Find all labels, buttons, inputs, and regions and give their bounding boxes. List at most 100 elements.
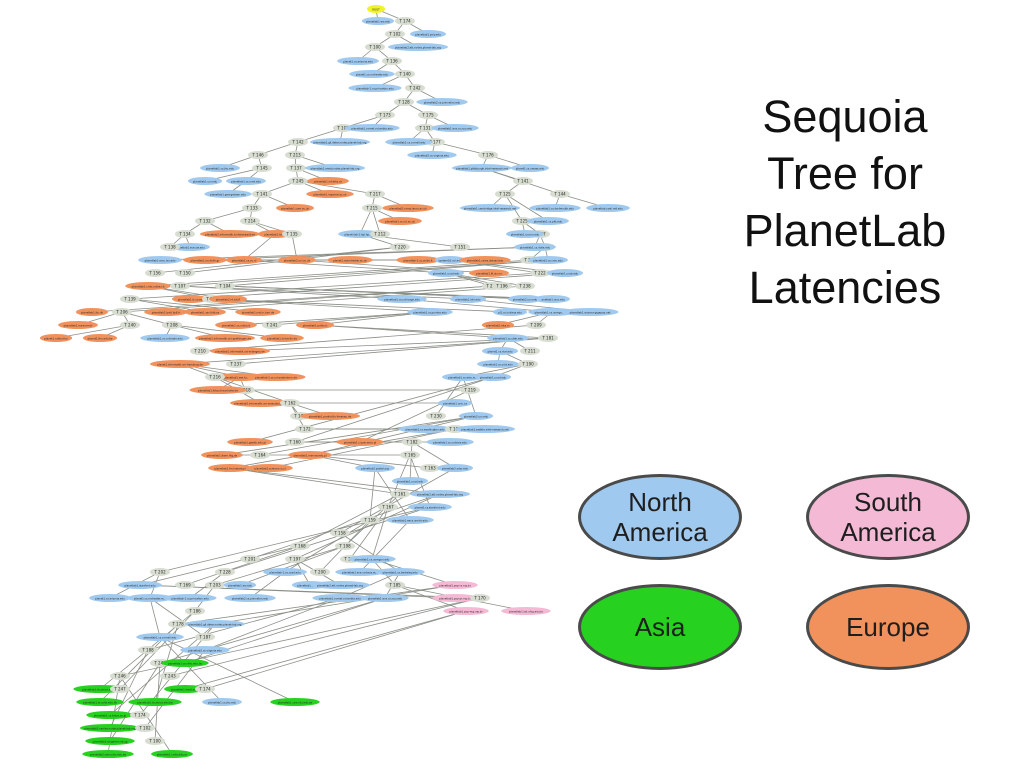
tree-node-inner: T 136	[382, 57, 402, 65]
tree-node-shape	[458, 412, 494, 420]
tree-node-shape	[481, 347, 519, 355]
tree-node-shape	[546, 269, 584, 277]
tree-node-inner: T 137	[286, 164, 306, 172]
tree-node-shape	[327, 256, 373, 264]
tree-node-label: T 225	[515, 218, 528, 223]
tree-node-label: T 139	[123, 296, 136, 301]
tree-node-label: planet1.cs.arizona.edu	[95, 596, 125, 600]
tree-node-label: planetlab2.ipv6.lip6.fr	[152, 310, 181, 314]
tree-node-inner: T 163	[420, 464, 440, 472]
tree-edge	[224, 259, 549, 287]
tree-node-shape	[164, 685, 206, 693]
tree-node-europe: planetlab-1.cs.unibo.it	[396, 256, 440, 264]
tree-node-label: planetlab1.arizona-gigapop.net	[570, 310, 611, 314]
tree-edge	[159, 506, 431, 573]
tree-node-inner: T 135	[282, 230, 302, 238]
tree-node-shape	[395, 70, 415, 78]
tree-node-north-america: planetlab1.gli.deter.nodes.planet-lab.or…	[310, 138, 370, 146]
tree-node-shape	[246, 373, 306, 381]
tree-node-shape	[205, 373, 225, 381]
tree-node-label: T 136	[385, 58, 398, 63]
tree-node-label: planetlab1.gli.deter.nodes.planet-lab.or…	[314, 140, 367, 144]
tree-node-inner: T 162	[280, 399, 300, 407]
tree-node-label: planetlab2.cs.princeton.edu	[424, 100, 461, 104]
tree-node-shape	[390, 490, 410, 498]
tree-node-label: planetlab2.cs.princeton.edu	[232, 596, 269, 600]
tree-node-shape	[305, 164, 365, 172]
tree-node-asia: planetlab1.ie.cuhk.edu.hk	[76, 698, 124, 706]
tree-edge	[189, 272, 566, 300]
tree-node-europe: planetlab2.informatik.tu-darmstadt.de	[200, 230, 260, 238]
tree-node-europe: planetlab2.ucl.ac.uk	[278, 256, 316, 264]
tree-node-north-america: planetlab1.ucsb.edu	[546, 269, 584, 277]
tree-node-shape	[410, 490, 470, 498]
tree-node-north-america: planetlab1.cs.washington.edu	[398, 425, 452, 433]
tree-node-shape	[180, 646, 230, 654]
tree-node-label: T 196	[495, 283, 508, 288]
tree-node-label: T 104	[218, 283, 231, 288]
tree-node-shape	[195, 217, 215, 225]
tree-node-label: planetlab2.informatik.tu-darmstadt.de	[205, 232, 255, 236]
tree-node-label: T 200	[313, 569, 326, 574]
tree-node-label: planetlab1.comet.columbia.edu	[351, 126, 393, 130]
tree-node-inner: T 125	[495, 190, 515, 198]
tree-node-shape	[82, 334, 118, 342]
tree-node-shape	[333, 124, 353, 132]
tree-node-north-america: planetlab1.cs.duke.edu	[514, 243, 556, 251]
tree-node-north-america: planetlab2.cs.princeton.edu	[224, 594, 276, 602]
tree-node-label: T 190	[521, 361, 534, 366]
tree-node-shape	[150, 360, 210, 368]
tree-node-label: planetlab1.ci.pwr.wroc.pl	[344, 440, 377, 444]
tree-node-label: planetlab1.cs.tokyo.ac.jp	[94, 713, 127, 717]
tree-node-shape	[150, 568, 170, 576]
tree-node-label: planetlab1.uconn.edu	[511, 232, 540, 236]
tree-node-label: T 240	[123, 322, 136, 327]
tree-node-asia: planetlab2.iis.sinica.edu.tw	[128, 698, 182, 706]
tree-node-inner: T 220	[390, 243, 410, 251]
tree-node-inner: T 217	[365, 190, 385, 198]
tree-node-label: planetlab1.csie.ntu.edu.tw	[278, 700, 313, 704]
tree-node-label: planet1.cs.rochester.edu	[356, 72, 388, 76]
tree-node-label: T 101	[336, 125, 349, 130]
tree-node-label: T 100	[368, 44, 381, 49]
tree-edge	[129, 272, 541, 300]
tree-node-shape	[530, 269, 550, 277]
tree-node-label: planetlab2.iis.sinica.edu.tw	[137, 700, 173, 704]
tree-node-shape	[526, 321, 546, 329]
tree-node-label: planetlab1.cs.colorado.edu	[147, 336, 182, 340]
tree-node-label: planetlab1.ece.cs.nyu.edu	[438, 126, 473, 130]
tree-edge	[235, 337, 549, 365]
legend-label-line: America	[612, 517, 708, 547]
tree-node-inner: T 144	[550, 190, 570, 198]
tree-node-inner: T 186	[185, 607, 205, 615]
tree-edge	[259, 415, 477, 456]
tree-node-north-america: planet1.cs.stanford.edu	[408, 503, 452, 511]
tree-edge	[339, 532, 401, 573]
tree-node-shape	[295, 425, 315, 433]
tree-node-shape	[312, 594, 368, 602]
tree-node-shape	[385, 581, 405, 589]
tree-node-label: T 107	[173, 283, 186, 288]
tree-node-label: T 183	[448, 426, 461, 431]
tree-node-europe: planetlab1.fokus.fraunhofer.de	[189, 386, 247, 394]
tree-node-shape	[285, 151, 305, 159]
tree-node-shape	[290, 542, 310, 550]
tree-node-inner: T 201	[240, 555, 260, 563]
tree-node-north-america: planetlab1.uvic.ca	[437, 399, 473, 407]
tree-edge	[271, 311, 431, 326]
tree-node-shape	[185, 620, 245, 628]
tree-node-label: planet1.informatik.uni-hamburg.de	[157, 362, 203, 366]
tree-node-north-america: planetlab1.cs.cornell.edu	[136, 633, 184, 641]
tree-node-north-america: planetlab1.gli.deter.nodes.planet-lab.or…	[185, 620, 245, 628]
tree-node-shape	[130, 711, 150, 719]
tree-node-north-america: planetlab1.ucsd.edu	[474, 373, 512, 381]
tree-node-shape	[160, 672, 180, 680]
tree-node-north-america: planetlab1.cs.utah.edu	[487, 334, 529, 342]
tree-node-label: T 181	[541, 335, 554, 340]
tree-node-shape	[224, 594, 276, 602]
tree-node-north-america: planetlab1.cs.ucla.edu	[477, 360, 519, 368]
tree-node-shape	[209, 295, 247, 303]
tree-node-label: planetlab1.ewi.tudelft.nl	[224, 375, 256, 379]
tree-edge	[401, 298, 553, 313]
tree-edge	[139, 545, 301, 586]
